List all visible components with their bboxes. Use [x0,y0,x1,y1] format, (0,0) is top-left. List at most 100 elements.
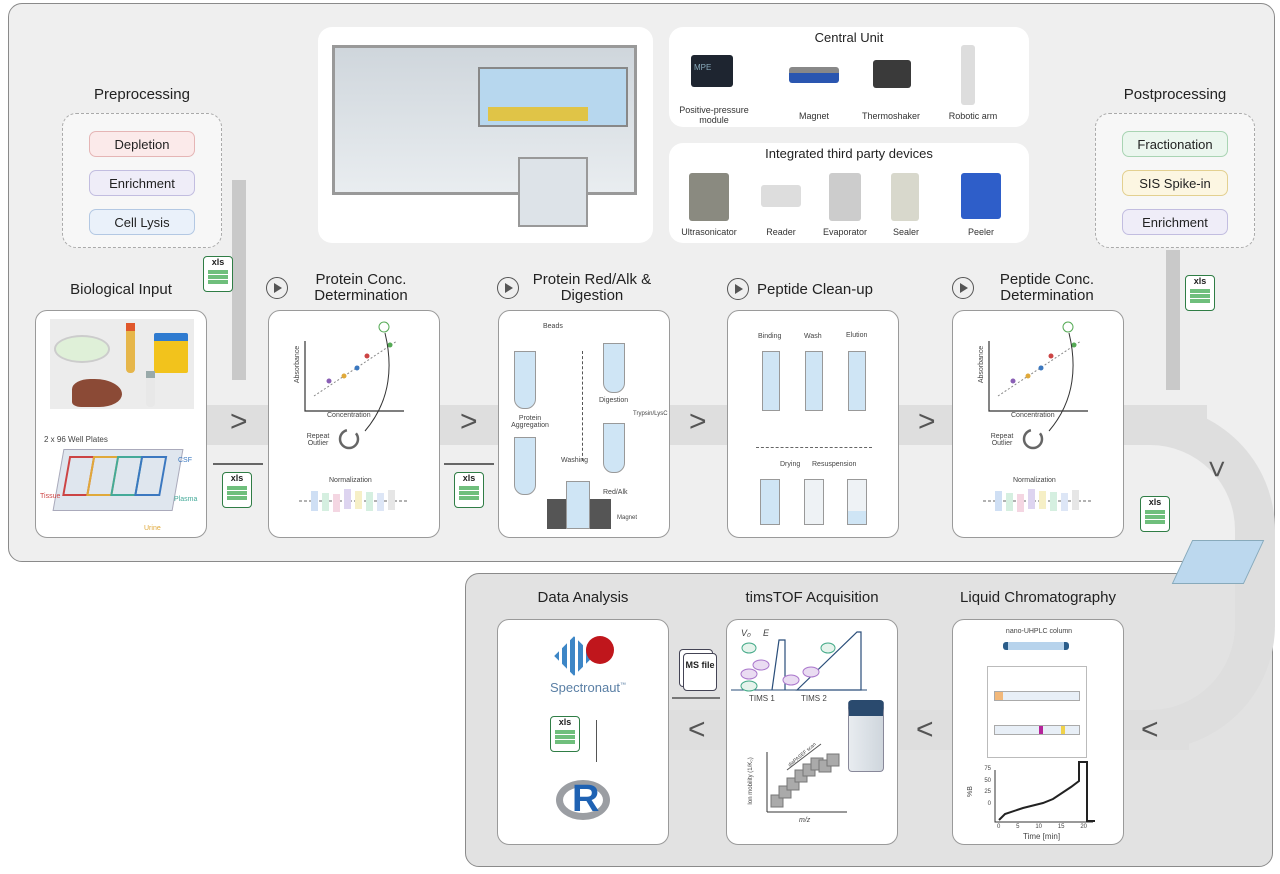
arrow-left [672,697,720,699]
arrow [444,463,494,465]
gradient-plot [994,761,1095,823]
column-zoom-box [987,666,1087,758]
step-title: Peptide Clean-up [757,280,873,298]
tims-diagram [731,631,867,813]
step-title: Protein Red/Alk & Digestion [532,271,652,304]
chevron-right-icon: > [230,405,248,438]
cell-lysis-pill: Cell Lysis [89,209,195,235]
postprocessing-box: Fractionation SIS Spike-in Enrichment [1095,113,1255,248]
y-tick: 75 [984,766,991,772]
r-logo [556,780,610,820]
device-label: Thermoshaker [861,111,921,121]
y-axis-label: Absorbance [294,345,302,384]
x-axis-label: m/z [799,817,811,824]
enrichment-pill: Enrichment [1122,209,1228,235]
tims1-label: TIMS 1 [749,694,775,703]
washing-label: Washing [561,457,588,464]
trademark: ™ [620,682,627,689]
peptide-conc-card: Absorbance Concentration Repeat Outlier … [952,310,1124,538]
third-party-title: Integrated third party devices [765,146,933,161]
postprocessing-title: Postprocessing [1123,86,1227,103]
red-alk-title: Protein Red/Alk & Digestion [497,272,677,304]
central-unit-box: Central Unit MPE Positive-pressure modul… [669,27,1029,127]
binding-label: Binding [758,333,782,340]
reader-image [761,185,801,207]
y-axis-label: %B [966,786,974,797]
ultrasonicator-image [689,173,729,221]
plates-label: 2 x 96 Well Plates [44,435,108,444]
spectronaut-label: Spectronaut™ [538,680,638,695]
red-alk-label: Red/Alk [603,489,628,496]
sample-types-illustration [50,319,194,409]
flow-arrow [1166,250,1180,390]
depletion-pill: Depletion [89,131,195,157]
well-plate-image [52,449,184,511]
tube-image [847,479,867,525]
repeat-outlier-label: Repeat Outlier [306,433,330,447]
play-icon [727,278,749,300]
enrichment-pill: Enrichment [89,170,195,196]
r-letter: R [572,778,600,820]
spectronaut-logo-circle [586,636,614,664]
device-label: Robotic arm [948,111,998,121]
normalization-label: Normalization [1013,477,1056,484]
column-label: nano-UHPLC column [1005,628,1073,635]
tip-image [762,351,780,411]
device-label: Reader [766,227,796,237]
x-tick: 5 [1016,824,1020,830]
mass-spectrometer-image [848,700,884,772]
device-label: Peeler [967,227,994,237]
cleanup-card: Binding Wash Elution Drying Resuspension [727,310,899,538]
third-party-devices-box: Integrated third party devices Ultrasoni… [669,143,1029,243]
biological-input-card: 2 x 96 Well Plates CSF Tissue Plasma Uri… [35,310,207,538]
e-label: E [763,628,770,638]
chevron-right-icon: > [918,405,936,438]
urine-label: Urine [144,525,161,532]
robotic-arm-image [961,45,975,105]
y-axis-label: Ion mobility (1/K₀) [747,757,754,805]
x-axis-label: Concentration [327,412,371,419]
x-axis-label: Concentration [1011,412,1055,419]
tube-image [603,423,625,473]
x-tick: 0 [997,824,1001,830]
x-tick: 20 [1080,824,1087,830]
x-tick: 10 [1035,824,1042,830]
magnet-image [789,67,839,83]
xls-file-icon: xls [454,472,484,508]
digestion-card: Beads Protein Aggregation Digestion Tryp… [498,310,670,538]
preprocessing-box: Depletion Enrichment Cell Lysis [62,113,222,248]
protein-conc-card: Absorbance Concentration Repeat Outlier … [268,310,440,538]
column-image [1003,642,1069,650]
tube-image [514,351,536,409]
chevron-left-icon: < [688,713,706,746]
play-icon [497,277,519,299]
flow-arrow [232,180,246,380]
chevron-down-icon: > [1199,460,1233,478]
xls-file-icon: xls [550,716,580,752]
repeat-outlier-label: Repeat Outlier [990,433,1014,447]
lc-title: Liquid Chromatography [960,589,1116,606]
xls-file-icon: xls [203,256,233,292]
step-title: Protein Conc. Determination [314,271,408,304]
chevron-right-icon: > [460,405,478,438]
y-axis-label: Absorbance [978,345,986,384]
fractionation-pill: Fractionation [1122,131,1228,157]
tube-image [603,343,625,393]
play-icon [266,277,288,299]
y-tick: 50 [984,777,991,784]
v0-label: V₀ [741,628,751,638]
xls-file-icon: xls [1140,496,1170,532]
magnet-label: Magnet [617,515,638,521]
device-label: Magnet [798,111,830,121]
cleanup-title: Peptide Clean-up [727,278,907,300]
tube-image [514,437,536,495]
wash-label: Wash [804,333,822,340]
tip-image [848,351,866,411]
play-icon [952,277,974,299]
ms-file-icon: MS file [683,653,717,691]
tims2-label: TIMS 2 [801,694,827,703]
device-label: Sealer [892,227,919,237]
x-axis-label: Time [min] [1023,832,1061,841]
sealer-image [891,173,919,221]
